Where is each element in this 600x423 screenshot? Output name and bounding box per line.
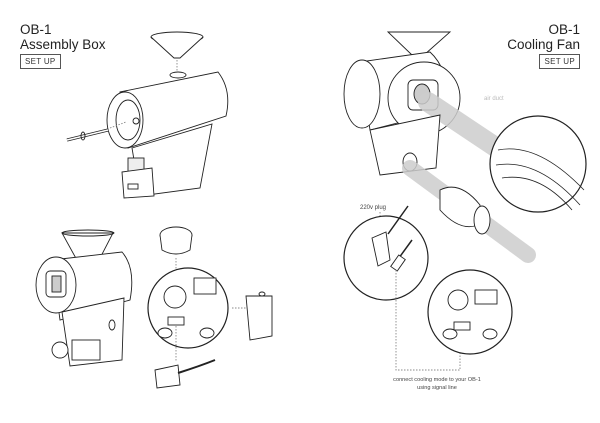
power-plug-icon <box>371 231 391 267</box>
setup-button[interactable]: SET UP <box>20 54 61 69</box>
cooling-fan-page: OB-1 Cooling Fan SET UP <box>300 0 600 423</box>
air-duct-label: air duct <box>484 96 504 102</box>
roaster-exploded-view <box>66 31 229 199</box>
connection-note: connect cooling mode to your OB-1 using … <box>393 377 481 391</box>
port-detail <box>427 269 513 355</box>
connection-detail <box>147 226 273 389</box>
assembly-illustration <box>35 31 273 389</box>
page-subtitle: Cooling Fan <box>507 37 580 52</box>
funnel-icon <box>386 31 452 56</box>
air-duct-upper <box>418 92 510 160</box>
fan-box-icon <box>245 295 273 341</box>
roaster-rear-view <box>35 229 133 367</box>
roaster-with-duct <box>343 31 536 263</box>
roaster-drum <box>119 71 229 149</box>
page-subtitle: Assembly Box <box>20 37 106 52</box>
hopper-ring <box>169 71 187 79</box>
power-cable-icon <box>154 364 181 389</box>
model-name: OB-1 <box>548 22 580 37</box>
model-name: OB-1 <box>20 22 52 37</box>
coupling-detail <box>489 115 587 213</box>
plug-detail <box>343 205 461 371</box>
setup-button[interactable]: SET UP <box>539 54 580 69</box>
page-title: OB-1 Assembly Box <box>20 22 106 52</box>
cooling-fan-illustration <box>343 31 587 371</box>
page-title: OB-1 Cooling Fan <box>507 22 580 52</box>
funnel-icon <box>150 36 204 59</box>
plug-label: 220v plug <box>360 205 387 211</box>
assembly-box-page: OB-1 Assembly Box SET UP <box>20 22 273 389</box>
